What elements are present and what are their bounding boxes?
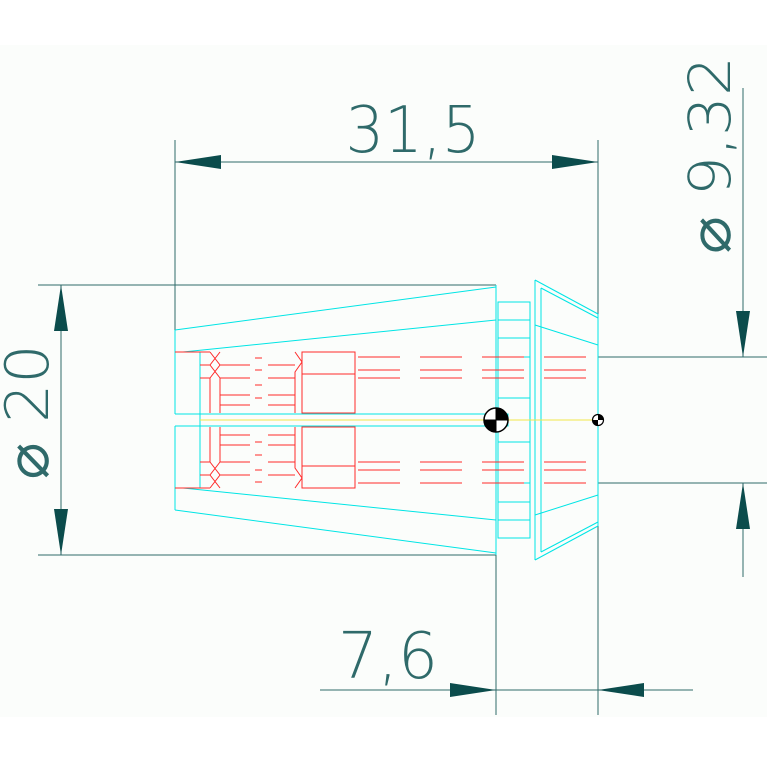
dimension-arrows [54, 155, 750, 697]
bore-diameter-label: ⌀ 9,32 [676, 56, 744, 254]
drawing-background [0, 45, 767, 717]
arrow-diameter-bottom [54, 509, 68, 555]
arrow-nose-right [598, 683, 644, 697]
hidden-bore-lines [358, 356, 598, 484]
arrow-bore-bottom [736, 483, 750, 529]
arrow-diameter-top [54, 285, 68, 331]
arrow-bore-top [736, 311, 750, 357]
overall-length-label: 31,5 [346, 94, 481, 168]
arrow-nose-left [450, 683, 496, 697]
arrow-length-right [552, 155, 598, 169]
center-mark-large [483, 407, 509, 433]
hidden-features [175, 351, 356, 489]
outer-diameter-label: ⌀ 20 [0, 345, 63, 480]
nose-length-label: 7,6 [338, 620, 438, 694]
arrow-length-left [175, 155, 221, 169]
center-mark-small [591, 413, 605, 427]
